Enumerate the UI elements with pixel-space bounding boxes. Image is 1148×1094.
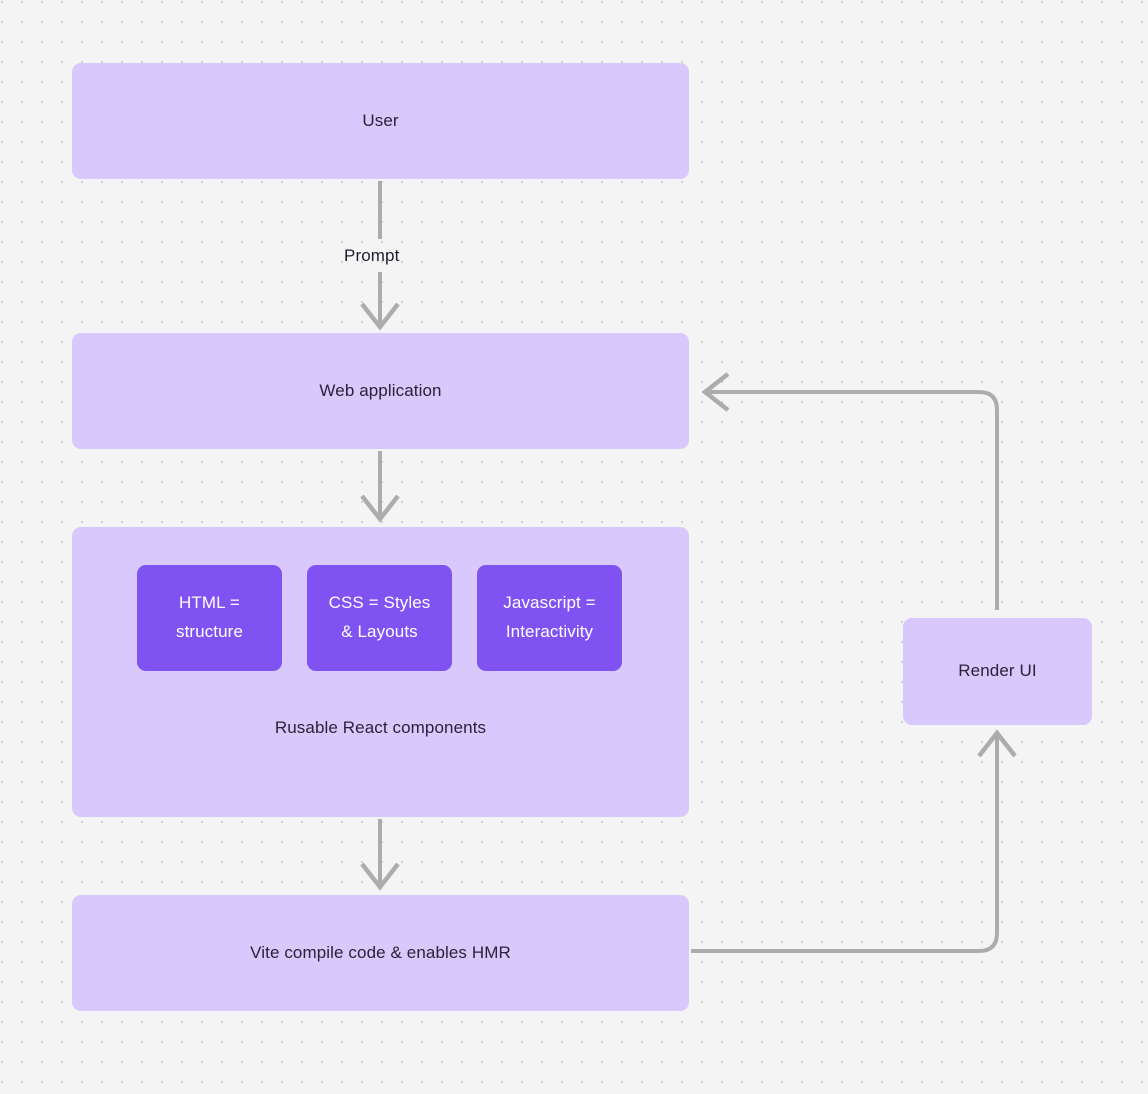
node-render-ui[interactable]: Render UI — [903, 618, 1092, 725]
node-user[interactable]: User — [72, 63, 689, 179]
node-web-application-label: Web application — [319, 380, 442, 400]
arrowhead-render-to-webapp — [701, 372, 730, 412]
chip-css[interactable]: CSS = Styles & Layouts — [307, 565, 452, 671]
edge-render-to-webapp — [706, 390, 999, 610]
node-vite-label: Vite compile code & enables HMR — [250, 942, 511, 962]
node-react-components-caption: Rusable React components — [274, 718, 487, 737]
node-render-ui-label: Render UI — [958, 661, 1037, 681]
arrowhead-vite-to-render — [977, 729, 1017, 758]
edge-vite-to-render — [691, 734, 999, 953]
edge-label-prompt: Prompt — [344, 246, 400, 265]
arrowhead-components-to-vite — [360, 862, 400, 891]
chip-html[interactable]: HTML = structure — [137, 565, 282, 671]
node-user-label: User — [362, 110, 399, 130]
node-web-application[interactable]: Web application — [72, 333, 689, 449]
arrowhead-webapp-to-components — [360, 494, 400, 523]
node-vite[interactable]: Vite compile code & enables HMR — [72, 895, 689, 1011]
chip-javascript[interactable]: Javascript = Interactivity — [477, 565, 622, 671]
arrowhead-prompt-to-webapp — [360, 302, 400, 331]
